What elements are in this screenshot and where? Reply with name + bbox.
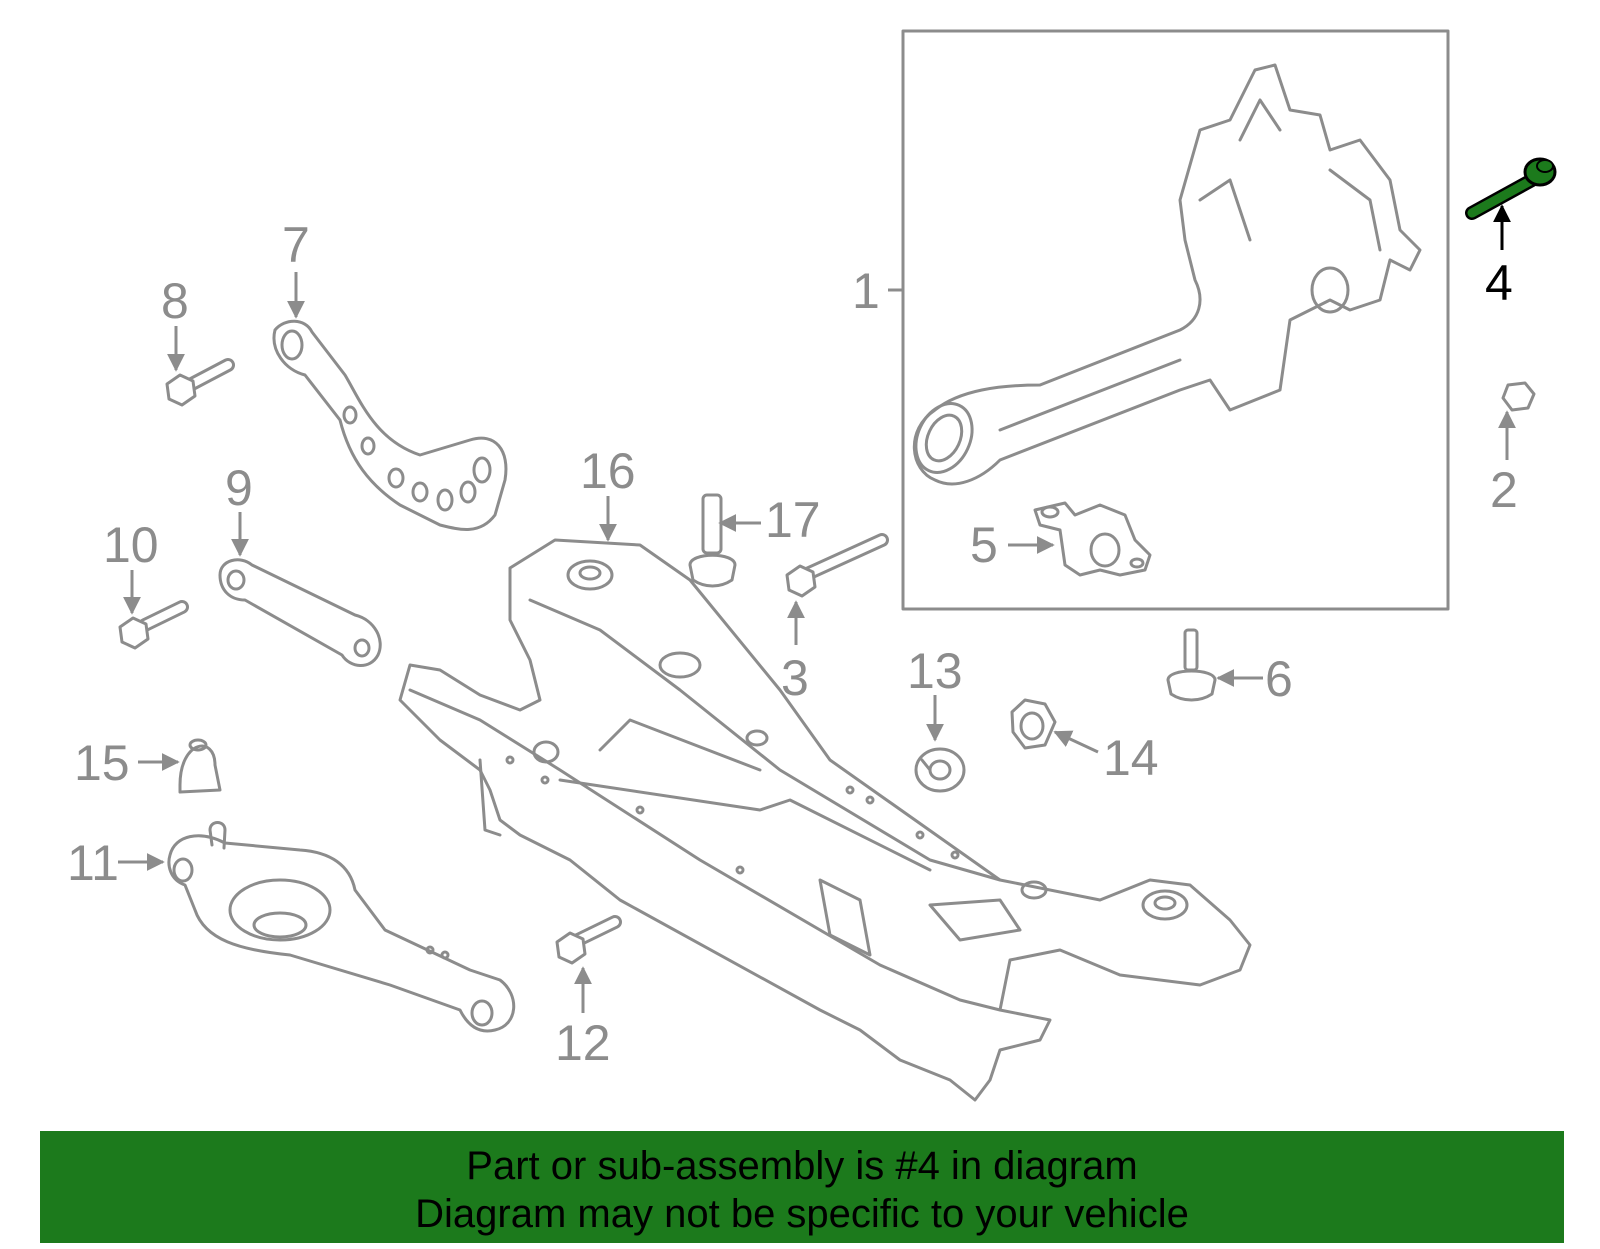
info-banner: Part or sub-assembly is #4 in diagram Di… bbox=[40, 1131, 1564, 1243]
part-16-subframe[interactable] bbox=[398, 538, 1252, 1102]
callout-12[interactable]: 12 bbox=[555, 1015, 611, 1071]
part-7-control-arm[interactable] bbox=[272, 319, 508, 531]
part-5-bushing[interactable] bbox=[1033, 501, 1152, 577]
callout-9[interactable]: 9 bbox=[225, 460, 253, 516]
part-11-lower-arm[interactable] bbox=[167, 821, 516, 1033]
part-1-trailing-arm[interactable] bbox=[905, 63, 1422, 486]
part-9-lateral-link[interactable] bbox=[218, 558, 382, 667]
callout-2[interactable]: 2 bbox=[1490, 462, 1518, 518]
callout-6[interactable]: 6 bbox=[1265, 651, 1293, 707]
callout-11[interactable]: 11 bbox=[67, 835, 119, 891]
part-14-nut[interactable] bbox=[1010, 698, 1057, 750]
part-3-bolt[interactable] bbox=[785, 533, 889, 598]
banner-line-disclaimer: Diagram may not be specific to your vehi… bbox=[415, 1192, 1189, 1236]
callout-13[interactable]: 13 bbox=[907, 643, 963, 699]
callout-3[interactable]: 3 bbox=[781, 650, 809, 706]
callout-10[interactable]: 10 bbox=[103, 517, 159, 573]
part-12-bolt[interactable] bbox=[555, 915, 622, 965]
part-4-bolt-highlighted[interactable] bbox=[1465, 157, 1557, 220]
callout-labels: 1 2 3 4 5 6 7 8 9 10 11 12 13 14 15 16 1… bbox=[67, 217, 1518, 1071]
callout-14[interactable]: 14 bbox=[1103, 730, 1159, 786]
callout-16[interactable]: 16 bbox=[580, 443, 636, 499]
callout-1[interactable]: 1 bbox=[852, 263, 880, 319]
part-6-stud[interactable] bbox=[1166, 628, 1217, 702]
part-2-bolt[interactable] bbox=[1474, 366, 1536, 412]
subassembly-box bbox=[901, 29, 1450, 611]
callout-7[interactable]: 7 bbox=[282, 217, 310, 273]
part-10-bolt[interactable] bbox=[118, 600, 189, 650]
part-17-stud[interactable] bbox=[688, 493, 737, 588]
banner-line-part: Part or sub-assembly is #4 in diagram bbox=[466, 1144, 1138, 1188]
part-15-cap[interactable] bbox=[178, 738, 222, 794]
callout-5[interactable]: 5 bbox=[970, 517, 998, 573]
callout-4[interactable]: 4 bbox=[1485, 255, 1513, 311]
callout-15[interactable]: 15 bbox=[74, 735, 130, 791]
callout-17[interactable]: 17 bbox=[765, 492, 821, 548]
callout-8[interactable]: 8 bbox=[161, 273, 189, 329]
leader-lines bbox=[118, 204, 1516, 1013]
part-8-bolt[interactable] bbox=[165, 358, 235, 407]
part-13-clip[interactable] bbox=[914, 747, 966, 793]
